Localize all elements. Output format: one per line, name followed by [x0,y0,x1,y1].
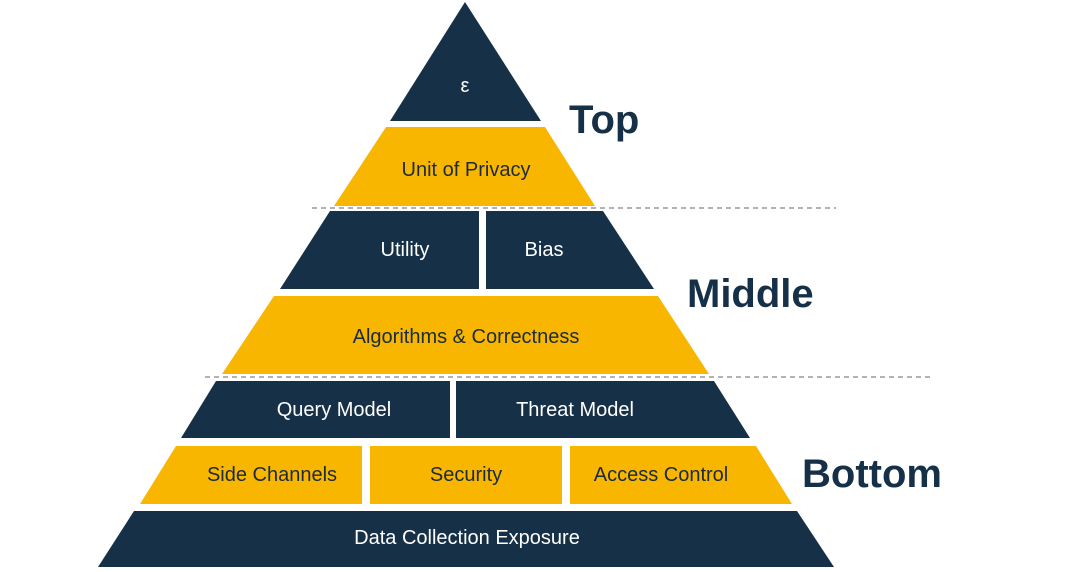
query-model-label: Query Model [277,399,392,421]
segment-query-model: Query Model [181,381,450,438]
algorithms-correctness-label: Algorithms & Correctness [353,326,580,348]
segment-unit-of-privacy: Unit of Privacy [334,127,595,206]
access-control-label: Access Control [594,464,729,486]
side-channels-label: Side Channels [207,464,337,486]
segment-access-control: Access Control [570,446,792,504]
unit-of-privacy-label: Unit of Privacy [402,159,531,181]
segment-side-channels: Side Channels [140,446,362,504]
segment-epsilon: ε [390,2,541,121]
epsilon-label: ε [461,75,470,97]
bias-label: Bias [525,239,564,261]
threat-model-label: Threat Model [516,399,634,421]
segment-algorithms-correctness: Algorithms & Correctness [222,296,709,374]
level-label-middle: Middle [687,272,814,316]
level-label-bottom: Bottom [802,452,942,496]
security-label: Security [430,464,502,486]
level-label-top: Top [569,98,639,142]
segment-utility: Utility [280,211,479,289]
segment-security: Security [370,446,562,504]
segment-threat-model: Threat Model [456,381,750,438]
segment-bias: Bias [486,211,654,289]
segment-data-collection-exposure: Data Collection Exposure [98,511,834,567]
data-collection-exposure-label: Data Collection Exposure [354,527,580,549]
utility-label: Utility [381,239,430,261]
